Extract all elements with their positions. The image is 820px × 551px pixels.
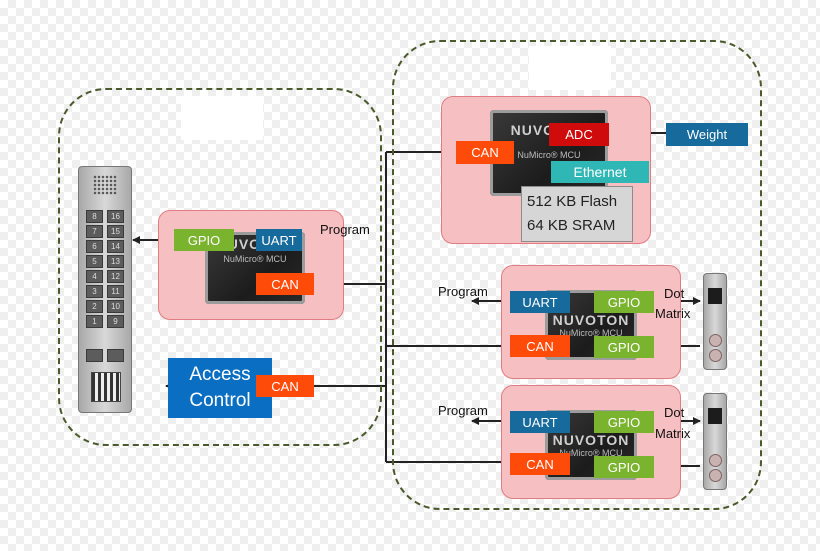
matrix-label: Matrix (655, 306, 691, 321)
main-can-port: CAN (456, 141, 514, 164)
weight-sensor: Weight (666, 123, 748, 146)
gpio-port: GPIO (594, 456, 654, 478)
speaker-grille (93, 175, 117, 195)
elevator-car-group (58, 88, 382, 446)
memory-spec: 512 KB Flash 64 KB SRAM (521, 186, 633, 242)
floor-button[interactable]: 3 (86, 285, 103, 298)
dot-label: Dot (664, 286, 685, 301)
left-group-label-area (181, 96, 263, 140)
access-line2: Control (189, 390, 251, 411)
matrix-label: Matrix (655, 426, 691, 441)
can-port: CAN (510, 335, 570, 357)
chip-subtitle: NuMicro® MCU (517, 150, 581, 160)
chip-subtitle: NuMicro® MCU (559, 328, 623, 338)
program-label: Program (438, 403, 488, 418)
hall-call-button[interactable] (709, 349, 722, 362)
floor-button[interactable]: 1 (86, 315, 103, 328)
floor-button[interactable]: 6 (86, 240, 103, 253)
floor-button[interactable]: 7 (86, 225, 103, 238)
elevator-keypad-panel: 8 16 7 15 6 14 5 13 4 12 3 11 2 10 1 9 (78, 166, 132, 413)
floor-button[interactable]: 12 (107, 270, 124, 283)
floor-button[interactable]: 14 (107, 240, 124, 253)
gpio-port: GPIO (594, 291, 654, 313)
can-port: CAN (256, 273, 314, 295)
floor-button[interactable]: 4 (86, 270, 103, 283)
door-close-button[interactable] (107, 349, 124, 362)
floor-button[interactable]: 13 (107, 255, 124, 268)
dot-label: Dot (664, 405, 685, 420)
floor-button[interactable]: 2 (86, 300, 103, 313)
dot-matrix-led (708, 408, 722, 424)
hall-call-button[interactable] (709, 469, 722, 482)
adc-port: ADC (549, 123, 609, 146)
chip-subtitle: NuMicro® MCU (223, 254, 287, 264)
ethernet-port: Ethernet (551, 161, 649, 183)
program-label: Program (320, 222, 370, 237)
uart-port: UART (510, 291, 570, 313)
hall-call-button[interactable] (709, 334, 722, 347)
door-open-button[interactable] (86, 349, 103, 362)
dot-matrix-display-1 (703, 273, 727, 370)
chip-subtitle: NuMicro® MCU (559, 448, 623, 458)
uart-port: UART (256, 229, 302, 251)
sram-spec: 64 KB SRAM (527, 217, 616, 234)
uart-port: UART (510, 411, 570, 433)
gpio-port: GPIO (594, 336, 654, 358)
floor-button[interactable]: 5 (86, 255, 103, 268)
access-control-box: Access Control (168, 358, 272, 418)
dot-matrix-display-2 (703, 393, 727, 490)
access-can-port: CAN (256, 375, 314, 397)
floor-button[interactable]: 8 (86, 210, 103, 223)
control-room-group (392, 40, 762, 510)
chip-brand: NUVOTON (552, 312, 630, 328)
floor-button[interactable]: 11 (107, 285, 124, 298)
hall-call-button[interactable] (709, 454, 722, 467)
dot-matrix-led (708, 288, 722, 304)
can-port: CAN (510, 453, 570, 475)
floor-button[interactable]: 10 (107, 300, 124, 313)
chip-brand: NUVOTON (552, 432, 630, 448)
flash-spec: 512 KB Flash (527, 193, 618, 210)
floor-button[interactable]: 16 (107, 210, 124, 223)
card-reader-icon (91, 372, 121, 402)
gpio-port: GPIO (594, 411, 654, 433)
program-label: Program (438, 284, 488, 299)
right-group-label-area (529, 46, 611, 90)
gpio-port: GPIO (174, 229, 234, 251)
floor-button[interactable]: 15 (107, 225, 124, 238)
access-line1: Access (189, 364, 251, 385)
floor-button[interactable]: 9 (107, 315, 124, 328)
